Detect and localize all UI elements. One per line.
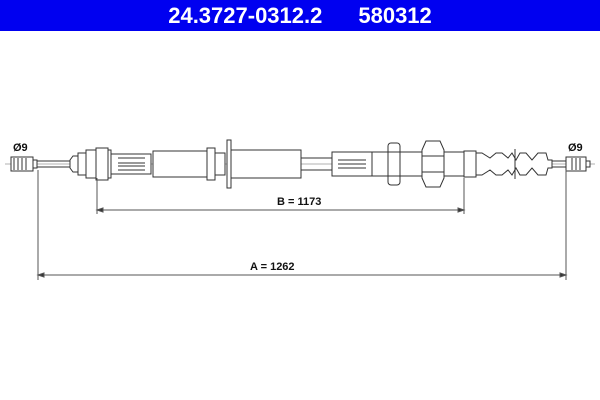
adjuster-with-nuts xyxy=(331,140,465,188)
right-diameter-label: Ø9 xyxy=(568,142,583,154)
cable-sleeve xyxy=(152,150,208,178)
part-number: 24.3727-0312.2 xyxy=(168,2,323,28)
right-end-fitting-icon xyxy=(463,149,591,179)
reference-number: 580312 xyxy=(358,2,432,28)
dimension-b xyxy=(95,178,466,214)
dimension-b-label: B = 1173 xyxy=(277,196,321,208)
dimension-a-label: A = 1262 xyxy=(250,261,295,273)
left-diameter-label: Ø9 xyxy=(13,142,28,154)
title-bar: 24.3727-0312.2 580312 xyxy=(0,0,600,31)
left-end-fitting-icon xyxy=(10,147,152,181)
dimension-a xyxy=(36,170,568,280)
mounting-flange xyxy=(226,139,232,189)
